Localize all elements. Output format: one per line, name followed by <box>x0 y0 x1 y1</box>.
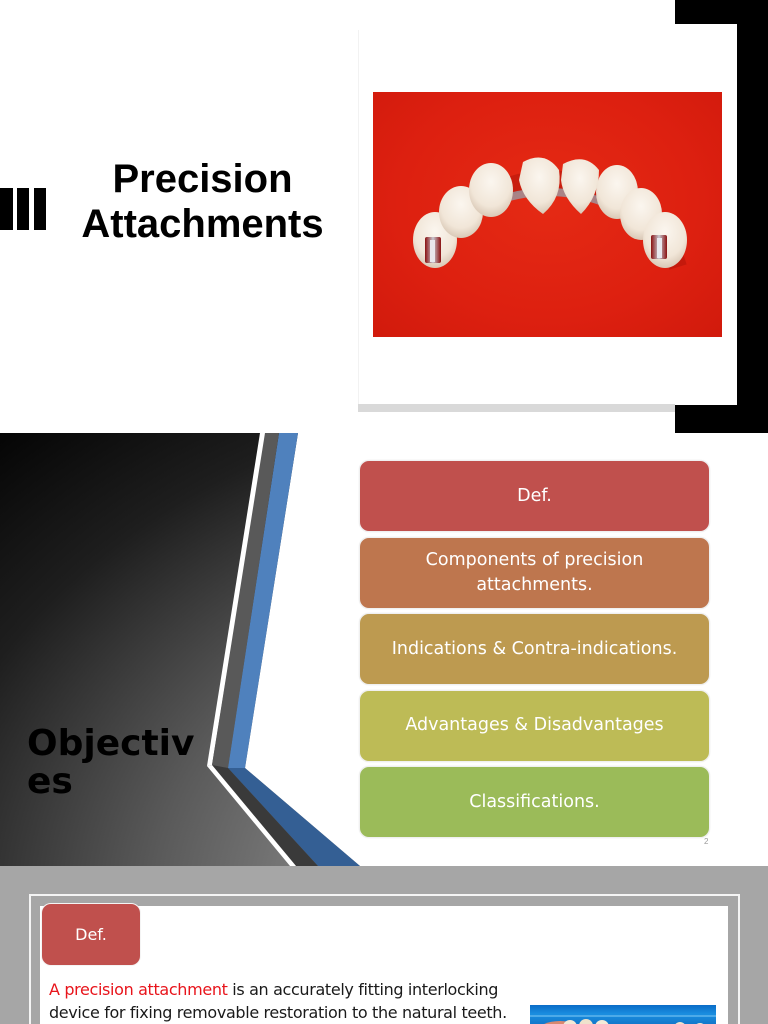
objectives-list: Def. Components of precision attachments… <box>359 460 710 843</box>
definition-text: A precision attachment is an accurately … <box>49 978 529 1024</box>
slide-objectives: Objectives Def. Components of precision … <box>0 433 768 866</box>
dental-bridge-illustration <box>413 157 687 270</box>
page-number: 2 <box>704 837 709 846</box>
black-frame-right <box>737 0 768 433</box>
objective-item-classifications: Classifications. <box>359 766 710 838</box>
slide-frame <box>29 894 740 1024</box>
slide-definition: Def. A precision attachment is an accura… <box>0 866 768 1024</box>
dental-model-image <box>530 1005 716 1024</box>
definition-tab: Def. <box>41 903 141 966</box>
black-frame-bottom <box>675 404 768 433</box>
slide-title-text: Precision Attachments <box>81 157 324 246</box>
dental-model-illustration <box>530 1015 716 1024</box>
photo-card-shadow <box>358 404 675 412</box>
dental-bridge-image <box>373 92 722 337</box>
slide-title: Precision Attachments <box>0 0 768 433</box>
decorative-bars-icon <box>0 188 47 230</box>
content-area <box>40 906 728 1024</box>
definition-body: is an accurately fitting interlocking de… <box>49 980 507 1022</box>
objectives-title: Objectives <box>27 723 195 802</box>
objective-item-def: Def. <box>359 460 710 532</box>
objective-item-advantages: Advantages & Disadvantages <box>359 689 710 762</box>
definition-highlight: A precision attachment <box>49 980 228 999</box>
objective-item-components: Components of precision attachments. <box>359 536 710 609</box>
objective-item-indications: Indications & Contra-indications. <box>359 613 710 685</box>
